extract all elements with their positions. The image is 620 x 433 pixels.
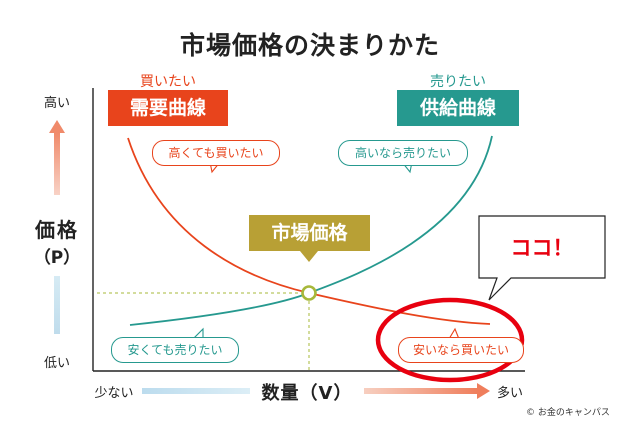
market-price-pointer — [300, 251, 318, 262]
y-axis-high: 高い — [43, 96, 70, 111]
x-arrow-right-shaft — [364, 388, 478, 394]
bubble-supply-low: 安くても売りたい — [111, 337, 239, 363]
highlight-ellipse — [375, 297, 525, 383]
y-axis-label-line2: （P） — [33, 248, 81, 268]
copyright-text: © お金のキャンパス — [526, 408, 610, 418]
x-arrow-left-shaft — [142, 388, 250, 394]
x-axis-low: 少ない — [94, 386, 134, 401]
diagram-title: 市場価格の決まりかた — [179, 31, 440, 60]
y-arrow-up-head — [49, 120, 65, 133]
callout-box — [478, 215, 606, 301]
supply-caption: 売りたい — [430, 74, 486, 90]
bubble-demand-high: 高くても買いたい — [152, 140, 280, 166]
market-price-label: 市場価格 — [249, 215, 370, 251]
y-arrow-up-shaft — [54, 133, 60, 195]
supply-curve-label: 供給曲線 — [397, 90, 519, 126]
x-axis-label: 数量（V） — [261, 383, 353, 404]
demand-curve-label: 需要曲線 — [108, 90, 228, 126]
y-axis-low: 低い — [43, 356, 70, 371]
y-arrow-down-shaft — [54, 276, 60, 334]
y-axis-label-line1: 価格 — [35, 218, 79, 242]
callout-text: ココ！ — [510, 236, 574, 260]
x-arrow-right-head — [477, 383, 490, 399]
demand-caption: 買いたい — [140, 74, 196, 90]
x-axis-high: 多い — [496, 386, 523, 401]
bubble-supply-high: 高いなら売りたい — [338, 140, 468, 166]
bubble-demand-low: 安いなら買いたい — [398, 337, 524, 363]
equilibrium-point — [301, 285, 317, 301]
